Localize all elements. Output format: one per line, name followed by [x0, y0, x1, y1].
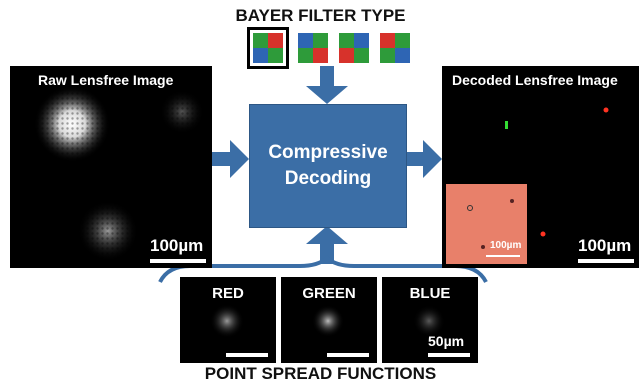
psf-green-label: GREEN	[302, 285, 356, 302]
bayer-cell	[339, 48, 354, 63]
psf-title: POINT SPREAD FUNCTIONS	[204, 364, 437, 383]
psf-red-panel: RED	[180, 277, 276, 363]
psf-green-panel: GREEN	[281, 277, 377, 363]
compressive-decoding-box: Compressive Decoding	[249, 104, 407, 228]
bayer-cell	[395, 33, 410, 48]
bayer-pattern-4[interactable]	[380, 33, 410, 63]
bayer-pattern-2[interactable]	[298, 33, 328, 63]
decoded-lensfree-image: Decoded Lensfree Image 100µm 100µm	[442, 66, 639, 268]
bayer-cell	[298, 48, 313, 63]
bayer-pattern-3[interactable]	[339, 33, 369, 63]
inset-scale-bar	[486, 255, 520, 257]
decoded-image-label: Decoded Lensfree Image	[452, 72, 618, 88]
bayer-pattern-1-selected[interactable]	[247, 27, 289, 69]
inset-scale-label: 100µm	[490, 240, 522, 251]
psf-blue-panel: BLUE 50µm	[382, 277, 478, 363]
bayer-cell	[253, 48, 268, 63]
microscope-inset: 100µm	[446, 184, 527, 264]
arrow-right-decoded	[405, 140, 442, 178]
bayer-cell	[380, 33, 395, 48]
psf-blue-scale-label: 50µm	[428, 333, 465, 349]
arrow-right-raw	[212, 140, 249, 178]
decoding-line-1: Compressive	[268, 142, 388, 163]
bayer-cell	[339, 33, 354, 48]
bayer-cell	[313, 48, 328, 63]
bayer-cell	[313, 33, 328, 48]
decoded-scale-bar	[578, 259, 634, 263]
decoding-line-2: Decoding	[284, 168, 372, 189]
bayer-cell	[253, 33, 268, 48]
raw-image-label: Raw Lensfree Image	[38, 72, 174, 88]
psf-blue-label: BLUE	[409, 285, 451, 302]
bayer-cell	[380, 48, 395, 63]
raw-scale-bar	[150, 259, 206, 263]
raw-scale-label: 100µm	[150, 236, 204, 255]
bayer-filter-title: BAYER FILTER TYPE	[235, 6, 406, 25]
arrow-down-bayer	[306, 66, 348, 104]
psf-red-label: RED	[212, 285, 244, 302]
bayer-cell	[354, 48, 369, 63]
bayer-cell	[268, 48, 283, 63]
decoded-scale-label: 100µm	[578, 236, 632, 255]
psf-red-scale-bar	[226, 353, 268, 357]
bayer-cell	[395, 48, 410, 63]
raw-lensfree-image: Raw Lensfree Image 100µm	[10, 66, 212, 268]
bayer-cell	[298, 33, 313, 48]
bayer-cell	[268, 33, 283, 48]
psf-blue-scale-bar	[428, 353, 470, 357]
psf-green-scale-bar	[327, 353, 369, 357]
bayer-cell	[354, 33, 369, 48]
